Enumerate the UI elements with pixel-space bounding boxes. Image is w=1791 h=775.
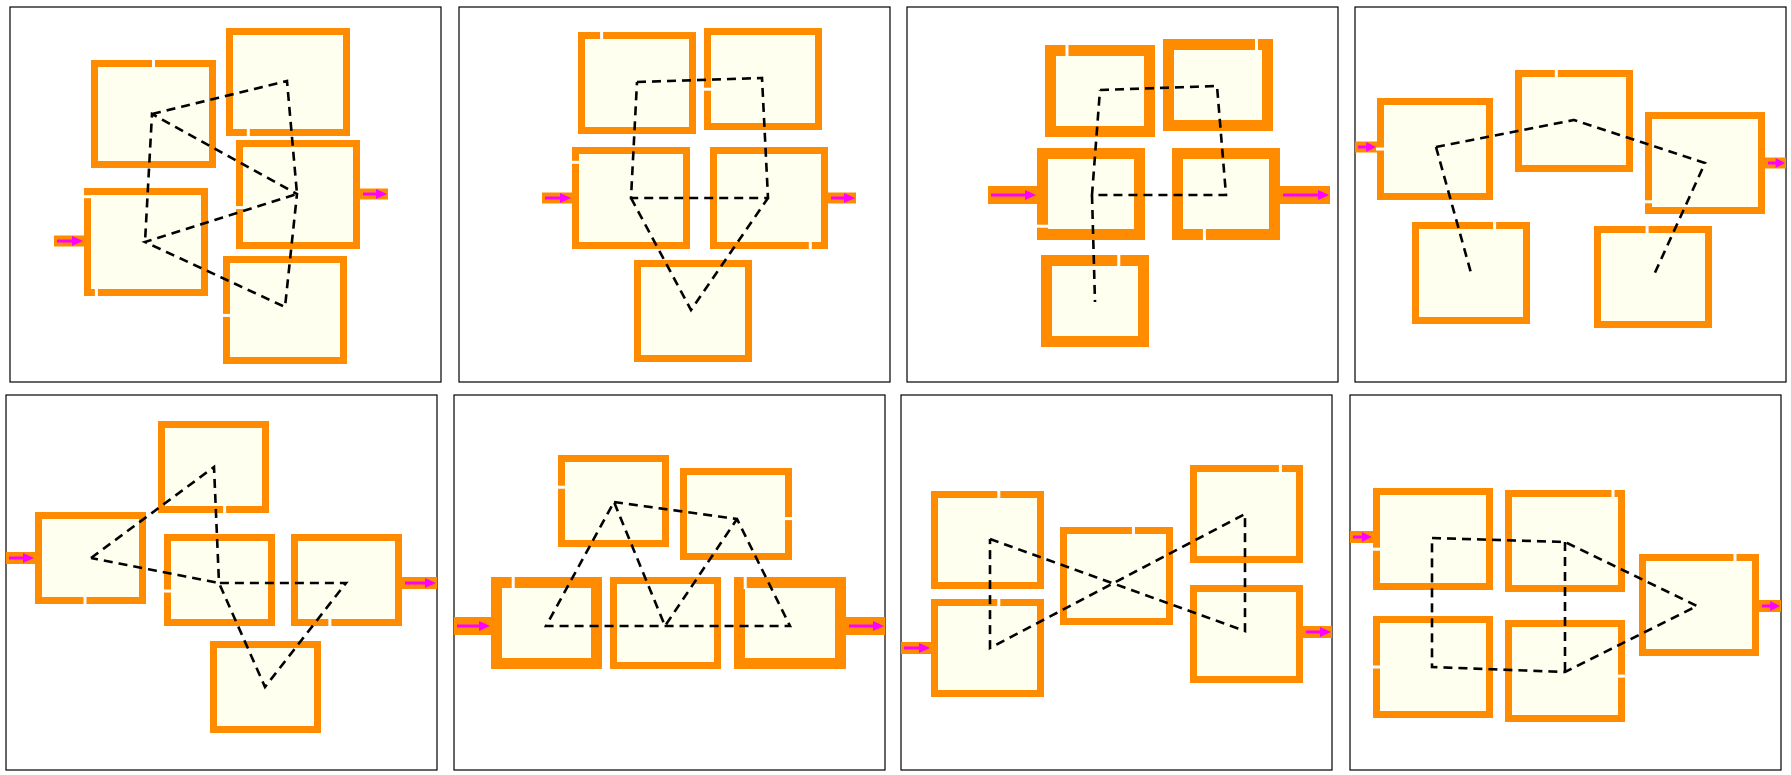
room-5 xyxy=(222,256,347,364)
arrow-head-icon xyxy=(1366,142,1376,152)
arrow-head-icon xyxy=(1025,190,1036,200)
arrow-head-icon xyxy=(72,236,83,246)
diagram-panel-7 xyxy=(900,394,1333,771)
inlet-pipe xyxy=(454,617,491,635)
diagram-panel-3 xyxy=(906,6,1339,383)
room-5 xyxy=(1041,254,1149,347)
room-5 xyxy=(1594,225,1712,328)
room-4 xyxy=(1412,221,1530,324)
diagram-panel-6 xyxy=(453,394,886,771)
room-1 xyxy=(1045,44,1155,137)
outlet-pipe xyxy=(1303,626,1332,638)
room-4 xyxy=(291,534,402,627)
dashed-connection-path xyxy=(90,464,349,690)
arrow-head-icon xyxy=(479,621,490,631)
dashed-connection-path xyxy=(629,197,770,313)
outlet-pipe xyxy=(828,192,856,204)
arrow-head-icon xyxy=(560,193,571,203)
outlet-pipe xyxy=(1765,157,1786,169)
inlet-pipe xyxy=(901,642,931,654)
room-4 xyxy=(1190,464,1303,563)
arrow-head-icon xyxy=(425,578,436,588)
dashed-connection-path xyxy=(543,498,793,629)
inlet-pipe xyxy=(542,192,572,204)
arrow-head-icon xyxy=(1361,532,1372,542)
dashed-connection-path xyxy=(1434,146,1473,274)
arrow-head-icon xyxy=(844,193,855,203)
arrow-head-icon xyxy=(1775,158,1785,168)
arrow-head-icon xyxy=(1320,627,1331,637)
dashed-connection-path xyxy=(1090,194,1097,303)
inlet-pipe xyxy=(54,235,84,247)
inlet-pipe xyxy=(6,552,35,564)
room-5 xyxy=(210,641,321,733)
outlet-pipe xyxy=(402,577,437,589)
outlet-pipe xyxy=(360,188,388,200)
dashed-connection-path xyxy=(988,511,1247,651)
room-2 xyxy=(680,468,793,560)
room-1 xyxy=(1372,488,1493,590)
room-3 xyxy=(163,534,275,626)
arrow-head-icon xyxy=(873,621,884,631)
room-4 xyxy=(1172,148,1280,241)
outlet-pipe xyxy=(1280,186,1330,204)
diagram-panel-2 xyxy=(458,6,891,383)
inlet-pipe xyxy=(988,186,1037,204)
room-3 xyxy=(1644,112,1765,214)
dashed-connection-path xyxy=(1430,536,1700,674)
room-5 xyxy=(1190,585,1303,683)
dashed-connection-path xyxy=(1090,84,1228,197)
arrow-head-icon xyxy=(1770,601,1780,611)
room-3 xyxy=(1036,148,1145,240)
arrow-head-icon xyxy=(919,643,930,653)
room-5 xyxy=(1639,553,1759,656)
outlet-pipe xyxy=(846,617,885,635)
room-3 xyxy=(491,576,602,669)
room-3 xyxy=(571,147,690,249)
dashed-connection-path xyxy=(141,79,299,309)
arrow-head-icon xyxy=(23,553,34,563)
arrow-head-icon xyxy=(1318,190,1329,200)
inlet-pipe xyxy=(1350,531,1373,543)
room-4 xyxy=(710,147,828,250)
inlet-pipe xyxy=(1355,141,1377,153)
room-5 xyxy=(634,260,752,362)
room-2 xyxy=(931,598,1044,697)
room-1 xyxy=(1376,98,1493,200)
room-4 xyxy=(83,188,208,297)
room-5 xyxy=(734,576,846,669)
room-1 xyxy=(35,512,146,605)
room-2 xyxy=(158,421,269,514)
diagram-panel-1 xyxy=(9,6,442,383)
outlet-pipe xyxy=(1759,600,1781,612)
room-1 xyxy=(931,490,1044,589)
arrow-head-icon xyxy=(376,189,387,199)
room-1 xyxy=(91,59,216,168)
diagram-panel-4 xyxy=(1354,6,1787,383)
diagram-panel-8 xyxy=(1349,394,1782,771)
room-3 xyxy=(1060,526,1173,625)
room-1 xyxy=(557,455,669,547)
diagram-panel-5 xyxy=(5,394,438,771)
